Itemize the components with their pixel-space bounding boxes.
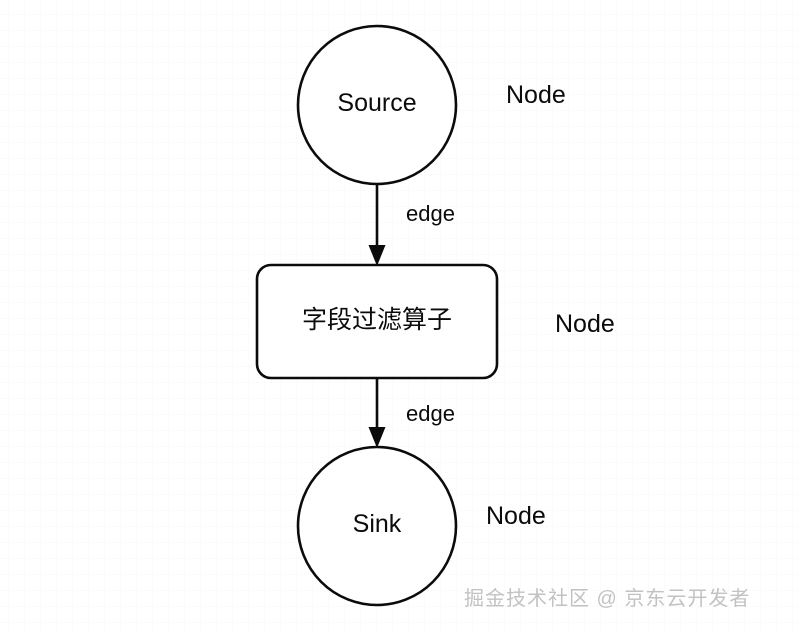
edge-filter-to-sink	[368, 378, 386, 448]
arrow-head-icon-2	[368, 427, 386, 448]
node-filter-operator-rect[interactable]	[255, 263, 499, 380]
edge-source-to-filter	[368, 184, 386, 266]
annotation-node-source: Node	[506, 81, 566, 109]
edge-label-filter-to-sink: edge	[406, 401, 455, 426]
annotation-node-filter-operator: Node	[555, 310, 615, 338]
node-source-circle[interactable]	[296, 24, 458, 186]
node-sink-circle[interactable]	[296, 445, 458, 607]
edge-label-source-to-filter: edge	[406, 201, 455, 226]
watermark-text: 掘金技术社区 @ 京东云开发者	[464, 588, 751, 610]
annotation-node-sink: Node	[486, 502, 546, 530]
node-source-label: Source	[337, 89, 417, 117]
node-filter-operator-label: 字段过滤算子	[301, 306, 452, 334]
arrow-head-icon-1	[368, 245, 386, 266]
node-sink-label: Sink	[352, 510, 402, 538]
